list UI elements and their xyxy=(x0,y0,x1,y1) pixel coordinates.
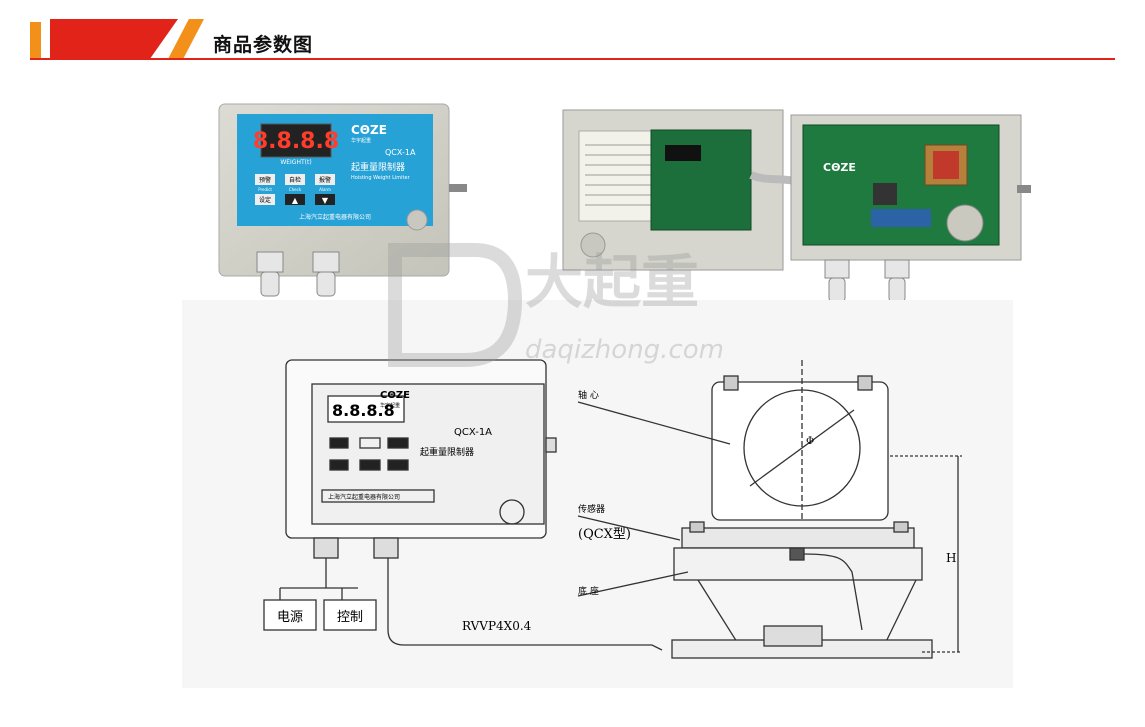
axle-label: 轴 心 xyxy=(578,389,599,401)
predict-button-label: 预警 xyxy=(259,176,271,184)
product-name-cn: 起重量限制器 xyxy=(351,161,405,173)
base-label: 底 座 xyxy=(578,585,599,597)
alarm-button xyxy=(315,174,335,185)
sensor-type-label: (QCX型) xyxy=(578,527,631,542)
installation-diagram: CΘZE 华宇起重 8.8.8.8 QCX-1A 起重量限制器 上海汽立起重电器… xyxy=(182,300,1013,688)
page-title: 商品参数图 xyxy=(213,34,314,56)
header-divider xyxy=(30,58,1115,60)
check-button-label: 自检 xyxy=(289,176,301,184)
cable-label: RVVP4X0.4 xyxy=(462,619,532,633)
down-button xyxy=(315,194,335,205)
diameter-label: Φ xyxy=(806,436,814,447)
pcb-brand: CΘZE xyxy=(823,161,856,174)
brand-sub: 华宇起重 xyxy=(351,137,371,144)
diagram-brand-sub: 华宇起重 xyxy=(380,402,400,409)
model-label: QCX-1A xyxy=(385,148,416,157)
display-label: WEIGHT(t) xyxy=(280,159,311,166)
controller-photo: 8.8.8.8 WEIGHT(t) CΘZE 华宇起重 QCX-1A 起重量限制… xyxy=(218,103,467,297)
diagram-model: QCX-1A xyxy=(454,427,492,438)
wiring-label-sheet xyxy=(578,130,660,222)
diagram-display: 8.8.8.8 xyxy=(332,401,395,420)
diagram-name: 起重量限制器 xyxy=(420,446,474,458)
power-box-label: 电源 xyxy=(277,610,303,625)
alarm-sublabel: Alarm xyxy=(319,187,331,192)
svg-text:▲: ▲ xyxy=(292,196,299,205)
check-sublabel: Check xyxy=(289,187,302,192)
diagram-company: 上海汽立起重电器有限公司 xyxy=(328,493,400,501)
set-button xyxy=(255,194,275,205)
brand-logo: CΘZE xyxy=(351,123,387,137)
predict-sublabel: Predict xyxy=(258,187,272,192)
controller-display: 8.8.8.8 xyxy=(253,129,339,154)
set-button-label: 设定 xyxy=(259,196,271,204)
alarm-button-label: 报警 xyxy=(319,176,331,184)
up-button xyxy=(285,194,305,205)
height-label: H xyxy=(946,551,956,565)
header-red-banner xyxy=(50,19,178,59)
header-accent-bar xyxy=(30,22,41,59)
check-button xyxy=(285,174,305,185)
open-box-photo: CΘZE xyxy=(562,109,1031,303)
control-box-label: 控制 xyxy=(337,610,363,625)
svg-text:▼: ▼ xyxy=(322,196,329,205)
sensor-label: 传感器 xyxy=(578,503,605,515)
diagram-brand: CΘZE xyxy=(380,390,410,401)
product-name-en: Hoisting Weight Limiter xyxy=(351,175,411,181)
predict-button xyxy=(255,174,275,185)
company-name: 上海汽立起重电器有限公司 xyxy=(299,213,371,221)
